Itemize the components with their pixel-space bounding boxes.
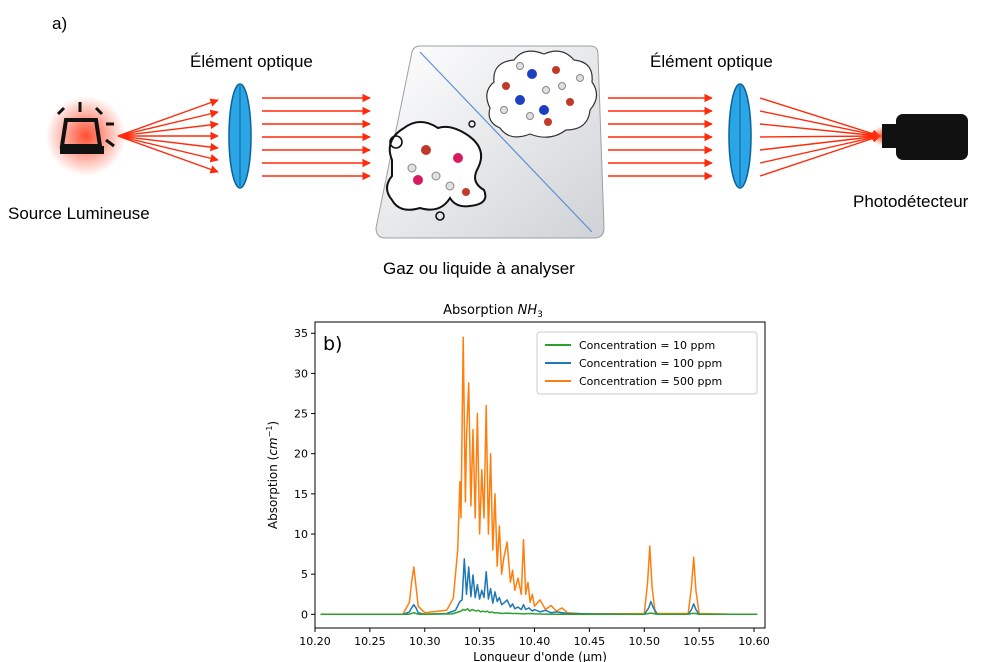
x-tick-label: 10.40 — [519, 635, 551, 648]
x-tick-label: 10.35 — [464, 635, 496, 648]
legend-label: Concentration = 100 ppm — [579, 357, 722, 370]
diverging-beams-left — [117, 98, 219, 174]
optic-right-label: Élément optique — [650, 52, 773, 71]
y-tick-label: 25 — [294, 408, 308, 421]
optical-lens-right — [728, 83, 752, 189]
series-line-3 — [320, 336, 758, 616]
legend-label: Concentration = 500 ppm — [579, 375, 722, 388]
x-axis: 10.20 10.25 10.30 10.35 10.40 10.45 10.50 10.55… — [299, 628, 770, 648]
y-tick-label: 15 — [294, 488, 308, 501]
y-axis-label: Absorption (cm−1) — [265, 421, 280, 529]
y-tick-label: 10 — [294, 528, 308, 541]
y-tick-label: 0 — [301, 608, 308, 621]
optic-left-label: Élément optique — [190, 52, 313, 71]
optical-lens-left — [228, 83, 252, 189]
x-tick-label: 10.55 — [683, 635, 715, 648]
collimated-beams-in — [262, 93, 371, 181]
legend-label: Concentration = 10 ppm — [579, 339, 715, 352]
chart-title: Absorption NH3 — [443, 303, 543, 320]
panel-b-label: b) — [323, 333, 342, 355]
optical-setup-diagram — [46, 45, 968, 239]
series-line-1 — [320, 607, 758, 616]
y-tick-label: 30 — [294, 367, 308, 380]
detector-label: Photodétecteur — [853, 192, 969, 211]
sample-label: Gaz ou liquide à analyser — [383, 259, 575, 278]
absorption-chart: Absorption NH3 10.20 10.25 10.30 10.35 10.40… — [265, 303, 770, 662]
x-tick-label: 10.25 — [354, 635, 386, 648]
x-tick-label: 10.30 — [409, 635, 441, 648]
light-source-icon — [46, 96, 126, 176]
panel-a-label: a) — [52, 14, 68, 33]
x-tick-label: 10.60 — [738, 635, 770, 648]
x-tick-label: 10.20 — [299, 635, 331, 648]
gas-cloud — [486, 50, 598, 138]
x-axis-label: Longueur d'onde (µm) — [473, 650, 607, 662]
y-tick-label: 5 — [301, 568, 308, 581]
sample-cell — [375, 45, 605, 239]
liquid-blob — [386, 121, 487, 211]
series-layer — [320, 336, 758, 616]
source-label: Source Lumineuse — [8, 204, 150, 223]
collimated-beams-out — [608, 93, 713, 181]
y-tick-label: 20 — [294, 448, 308, 461]
series-line-2 — [320, 558, 758, 616]
y-tick-label: 35 — [294, 327, 308, 340]
y-axis: 0 5 10 15 20 25 30 35 — [294, 327, 315, 621]
x-tick-label: 10.50 — [629, 635, 661, 648]
x-tick-label: 10.45 — [574, 635, 606, 648]
photodetector-icon — [872, 114, 968, 160]
converging-beams-right — [759, 97, 881, 177]
